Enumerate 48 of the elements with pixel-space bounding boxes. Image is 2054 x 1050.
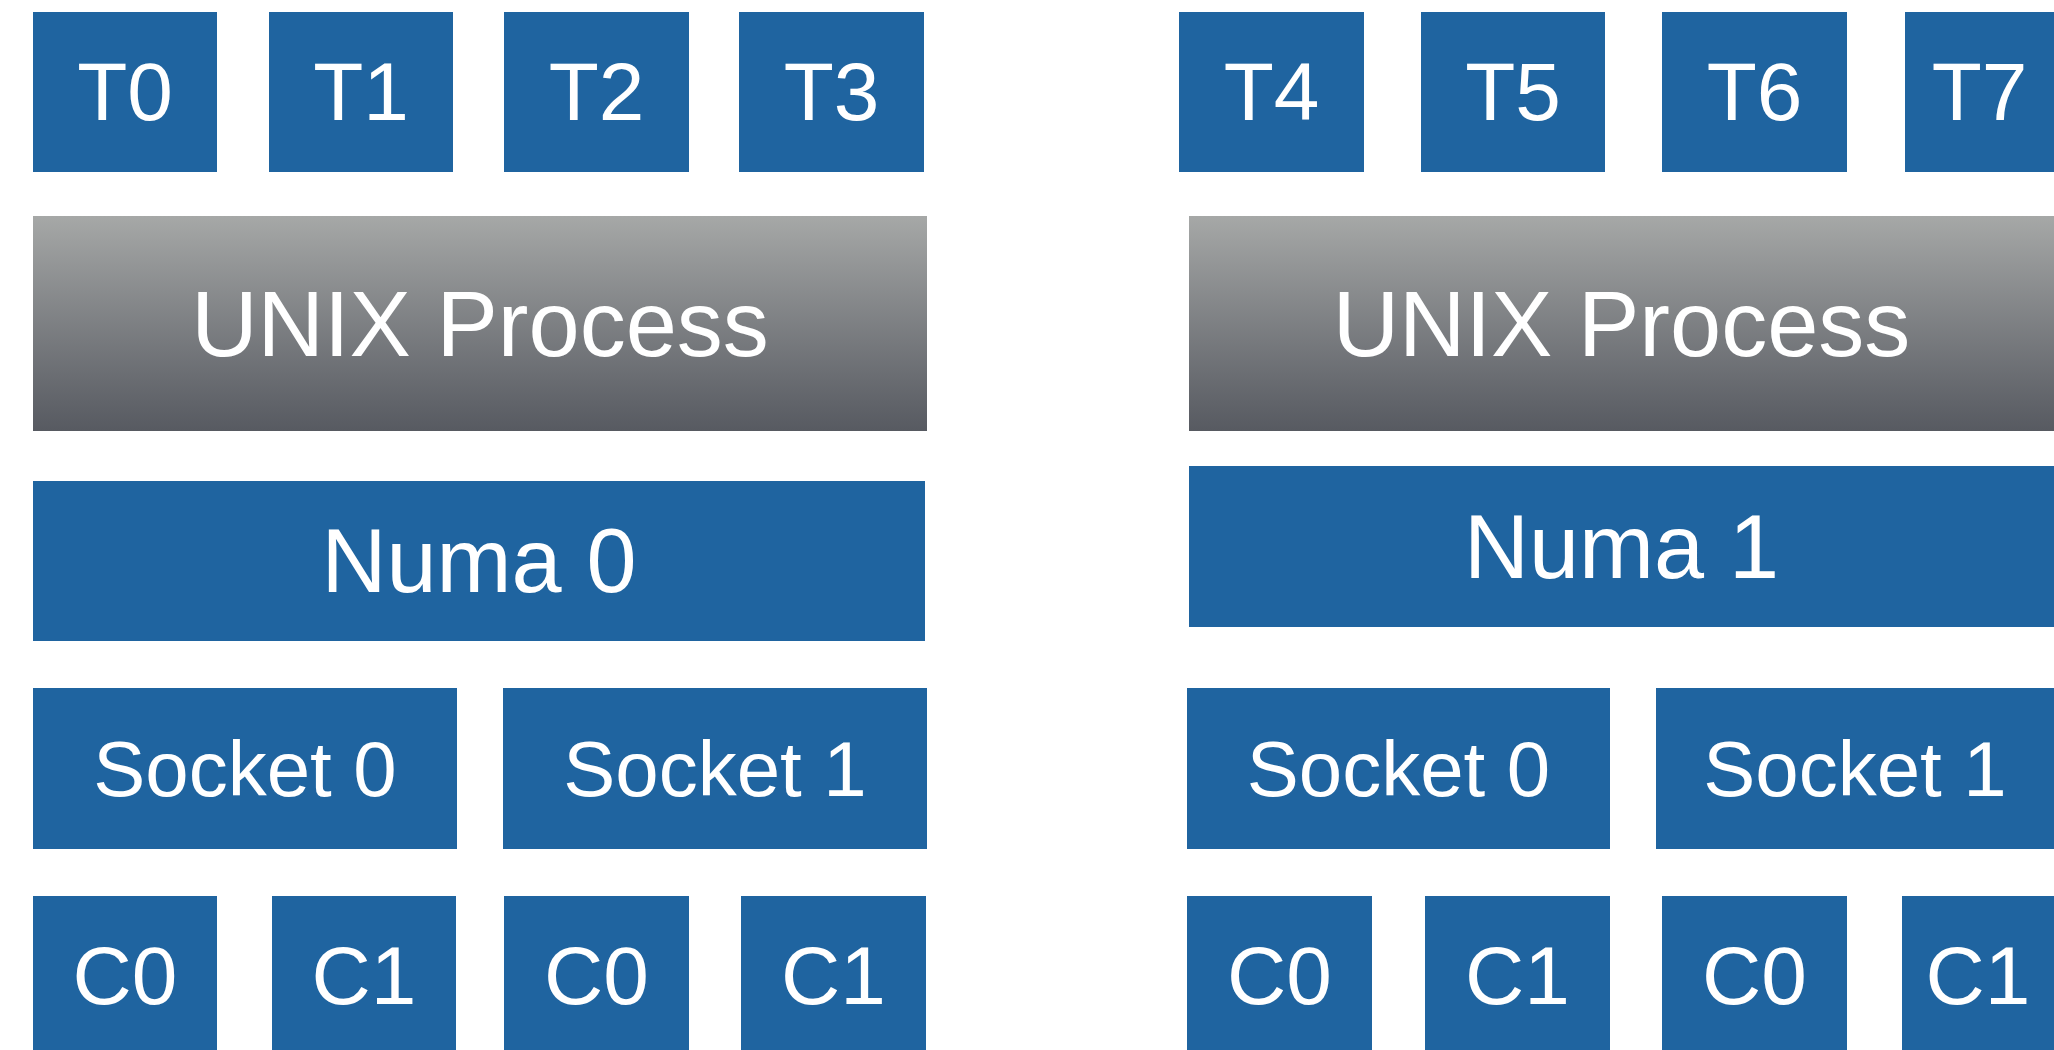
box-label: C0 <box>1227 935 1332 1017</box>
box-label: C1 <box>1465 935 1570 1017</box>
box-label: Socket 1 <box>563 729 867 808</box>
box-label: T6 <box>1706 51 1803 133</box>
resource-box <box>1902 896 2054 1050</box>
resource-box <box>272 896 456 1050</box>
box-label: T0 <box>77 51 173 133</box>
box-label: T2 <box>548 51 645 133</box>
resource-box <box>741 896 926 1050</box>
box-label: Socket 0 <box>1246 729 1551 808</box>
resource-box <box>1905 12 2054 172</box>
resource-box <box>1656 688 2054 849</box>
resource-box <box>33 12 217 172</box>
box-label: T4 <box>1223 51 1320 133</box>
resource-box <box>1425 896 1610 1050</box>
box-label: UNIX Process <box>191 277 769 370</box>
resource-box <box>739 12 924 172</box>
box-label: C0 <box>544 935 649 1017</box>
resource-box <box>1421 12 1605 172</box>
box-label: C0 <box>72 935 178 1017</box>
box-label: T5 <box>1465 51 1561 133</box>
box-label: T1 <box>313 51 409 133</box>
resource-box <box>1187 896 1372 1050</box>
resource-box <box>269 12 453 172</box>
box-label: Numa 0 <box>321 516 637 606</box>
box-label: C0 <box>1702 935 1807 1017</box>
box-label: T3 <box>783 51 880 133</box>
box-label: C1 <box>1925 935 2031 1017</box>
resource-box <box>1179 12 1364 172</box>
box-label: C1 <box>311 935 417 1017</box>
resource-box <box>1662 12 1847 172</box>
box-label: Socket 0 <box>93 729 397 808</box>
resource-box <box>504 12 689 172</box>
resource-box <box>33 896 217 1050</box>
process-box <box>33 216 927 431</box>
box-label: C1 <box>781 935 886 1017</box>
resource-box <box>33 688 457 849</box>
box-label: Socket 1 <box>1703 729 2007 808</box>
resource-box <box>503 688 927 849</box>
box-label: T7 <box>1931 51 2028 133</box>
resource-box <box>504 896 689 1050</box>
resource-box <box>1187 688 1610 849</box>
resource-box <box>33 481 925 641</box>
resource-box <box>1662 896 1847 1050</box>
box-label: Numa 1 <box>1463 501 1780 592</box>
process-box <box>1189 216 2054 431</box>
box-label: UNIX Process <box>1332 277 1911 370</box>
resource-box <box>1189 466 2054 627</box>
